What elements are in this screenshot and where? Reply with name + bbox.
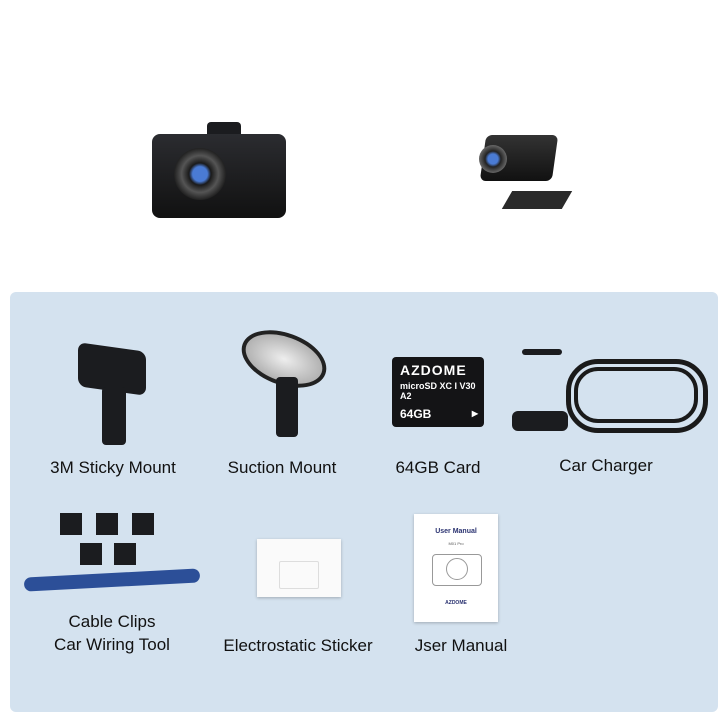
- sticker-icon: [257, 539, 341, 597]
- accessory-label: Jser Manual: [414, 636, 508, 655]
- sd-card-marks: microSD XC I V30 A2: [400, 381, 476, 401]
- dash-camera-icon: [152, 122, 286, 218]
- accessory-label: Electrostatic Sticker: [223, 636, 373, 655]
- accessory-label: Car Wiring Tool: [54, 635, 170, 654]
- suction-mount-icon: [233, 319, 335, 443]
- sd-card-capacity: 64GB: [400, 407, 432, 421]
- cable-clips-icon: [23, 513, 204, 603]
- manual-title: User Manual: [435, 528, 477, 535]
- accessory-label: Suction Mount: [227, 458, 337, 477]
- sticky-mount-icon: [78, 342, 148, 447]
- manual-icon: User Manual M01 Pro AZDOME: [414, 514, 498, 622]
- accessory-label: 64GB Card: [395, 458, 481, 477]
- car-charger-icon: [512, 345, 708, 445]
- accessory-label: Cable Clips: [68, 612, 156, 631]
- sd-card-icon: AZDOME microSD XC I V30 A2 64GB ▶: [392, 357, 484, 427]
- accessory-label: Car Charger: [559, 456, 653, 475]
- rear-camera-icon: [475, 135, 573, 217]
- manual-subtitle: M01 Pro: [448, 541, 464, 546]
- arrow-icon: ▶: [471, 409, 478, 418]
- sd-card-brand: AZDOME: [400, 362, 467, 378]
- manual-brand: AZDOME: [445, 600, 467, 606]
- accessory-label: 3M Sticky Mount: [50, 458, 176, 477]
- wiring-tool-icon: [23, 568, 201, 592]
